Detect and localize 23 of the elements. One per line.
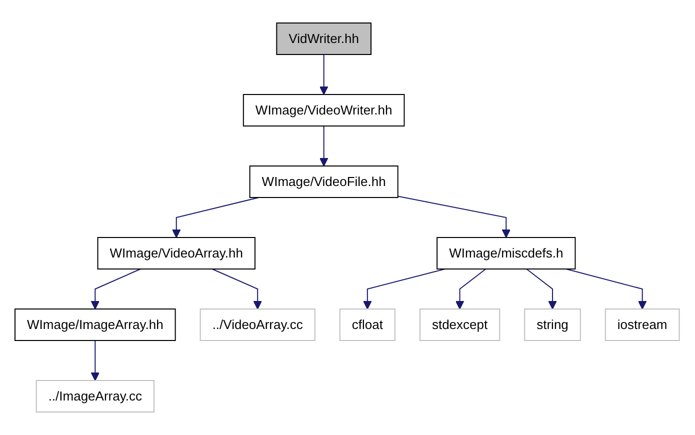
node-box: WImage/VideoWriter.hh (243, 94, 406, 126)
arrow (398, 196, 511, 238)
arrow (212, 268, 262, 310)
node-box: stdexcept (420, 308, 500, 341)
arrow (526, 268, 558, 310)
arrow (172, 197, 260, 238)
node-box: WImage/ImageArray.hh (14, 308, 176, 341)
node-box: iostream (605, 308, 680, 341)
arrow (363, 268, 446, 310)
arrow (566, 268, 648, 310)
node-box: WImage/VideoArray.hh (98, 237, 256, 270)
node-box: WImage/VideoFile.hh (250, 166, 399, 198)
arrow (456, 268, 487, 310)
node-box: VidWriter.hh (276, 22, 372, 55)
node-box: cfloat (340, 308, 396, 341)
arrow (91, 268, 142, 310)
arrow (91, 340, 100, 381)
node-box: ../ImageArray.cc (36, 380, 155, 412)
node-box: string (524, 308, 582, 341)
arrow (320, 126, 329, 166)
node-box: ../VideoArray.cc (200, 308, 316, 341)
arrow (320, 54, 329, 95)
node-box: WImage/miscdefs.h (436, 237, 576, 270)
